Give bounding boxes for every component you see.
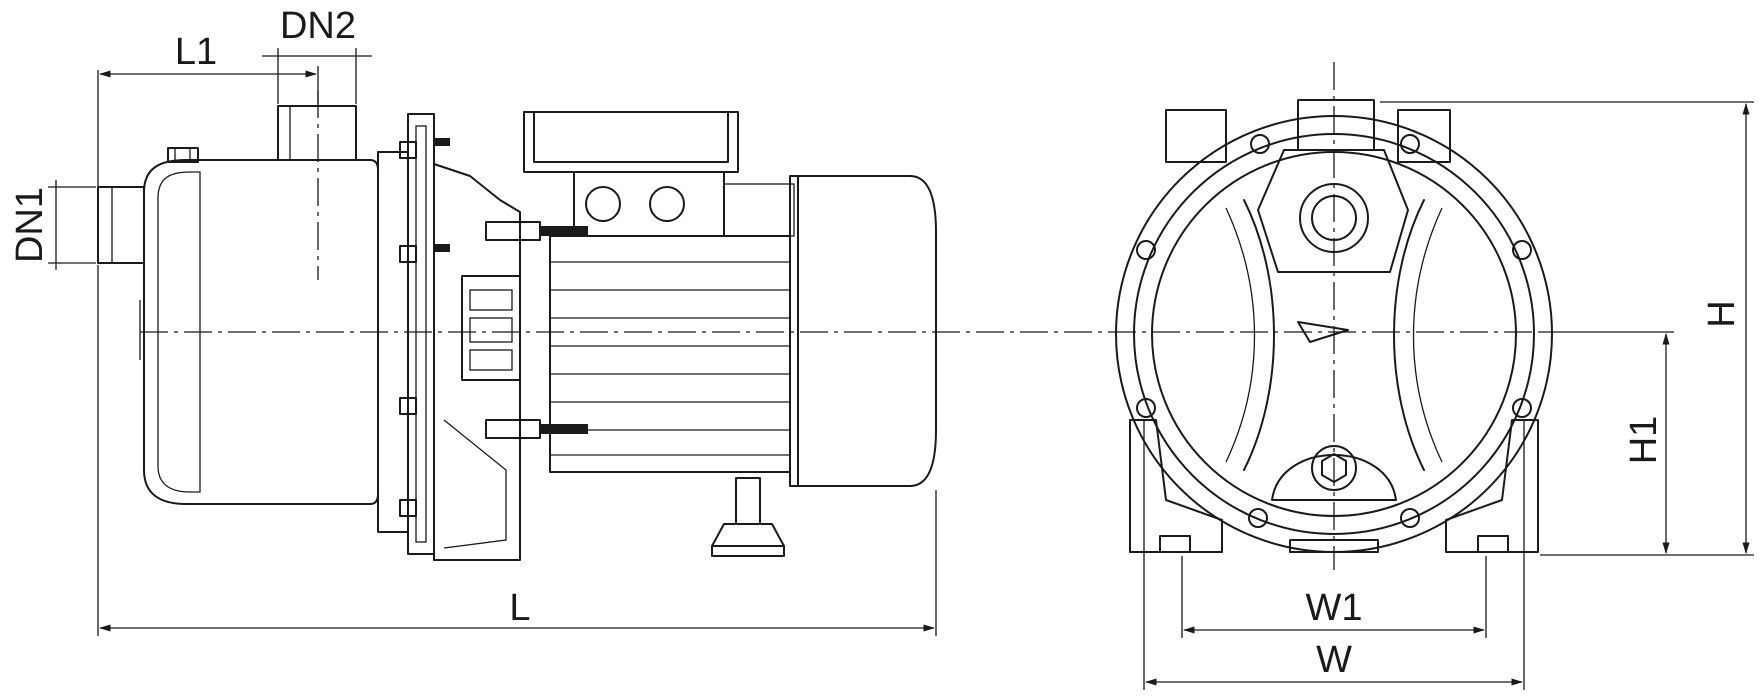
motor-adapter (433, 163, 588, 561)
label-DN2: DN2 (280, 5, 356, 47)
front-inner-ribs (1225, 199, 1443, 471)
priming-plug (167, 147, 199, 163)
label-L: L (509, 587, 530, 629)
terminal-box (523, 111, 795, 237)
label-DN1: DN1 (9, 187, 51, 263)
label-L1: L1 (175, 31, 217, 73)
front-view (1115, 62, 1553, 570)
label-H1: H1 (1623, 416, 1665, 465)
discharge-nozzle (277, 90, 357, 280)
front-discharge-block (1165, 99, 1451, 273)
front-drain-boss (1271, 445, 1397, 501)
label-H: H (1701, 300, 1743, 327)
motor-body (549, 235, 791, 473)
label-W: W (1316, 639, 1352, 681)
dimension-labels: L L1 DN2 DN1 W1 W H H1 (9, 5, 1743, 681)
label-W1: W1 (1306, 587, 1363, 629)
side-view (97, 90, 1540, 561)
fan-cowl (789, 175, 937, 487)
suction-nozzle (97, 186, 145, 264)
pump-casing (139, 147, 379, 505)
motor-foot (711, 477, 785, 557)
casing-flange (377, 113, 450, 555)
dimension-lines (48, 48, 1754, 690)
front-base-feet (1129, 419, 1539, 553)
flange-bolts (1136, 134, 1532, 528)
